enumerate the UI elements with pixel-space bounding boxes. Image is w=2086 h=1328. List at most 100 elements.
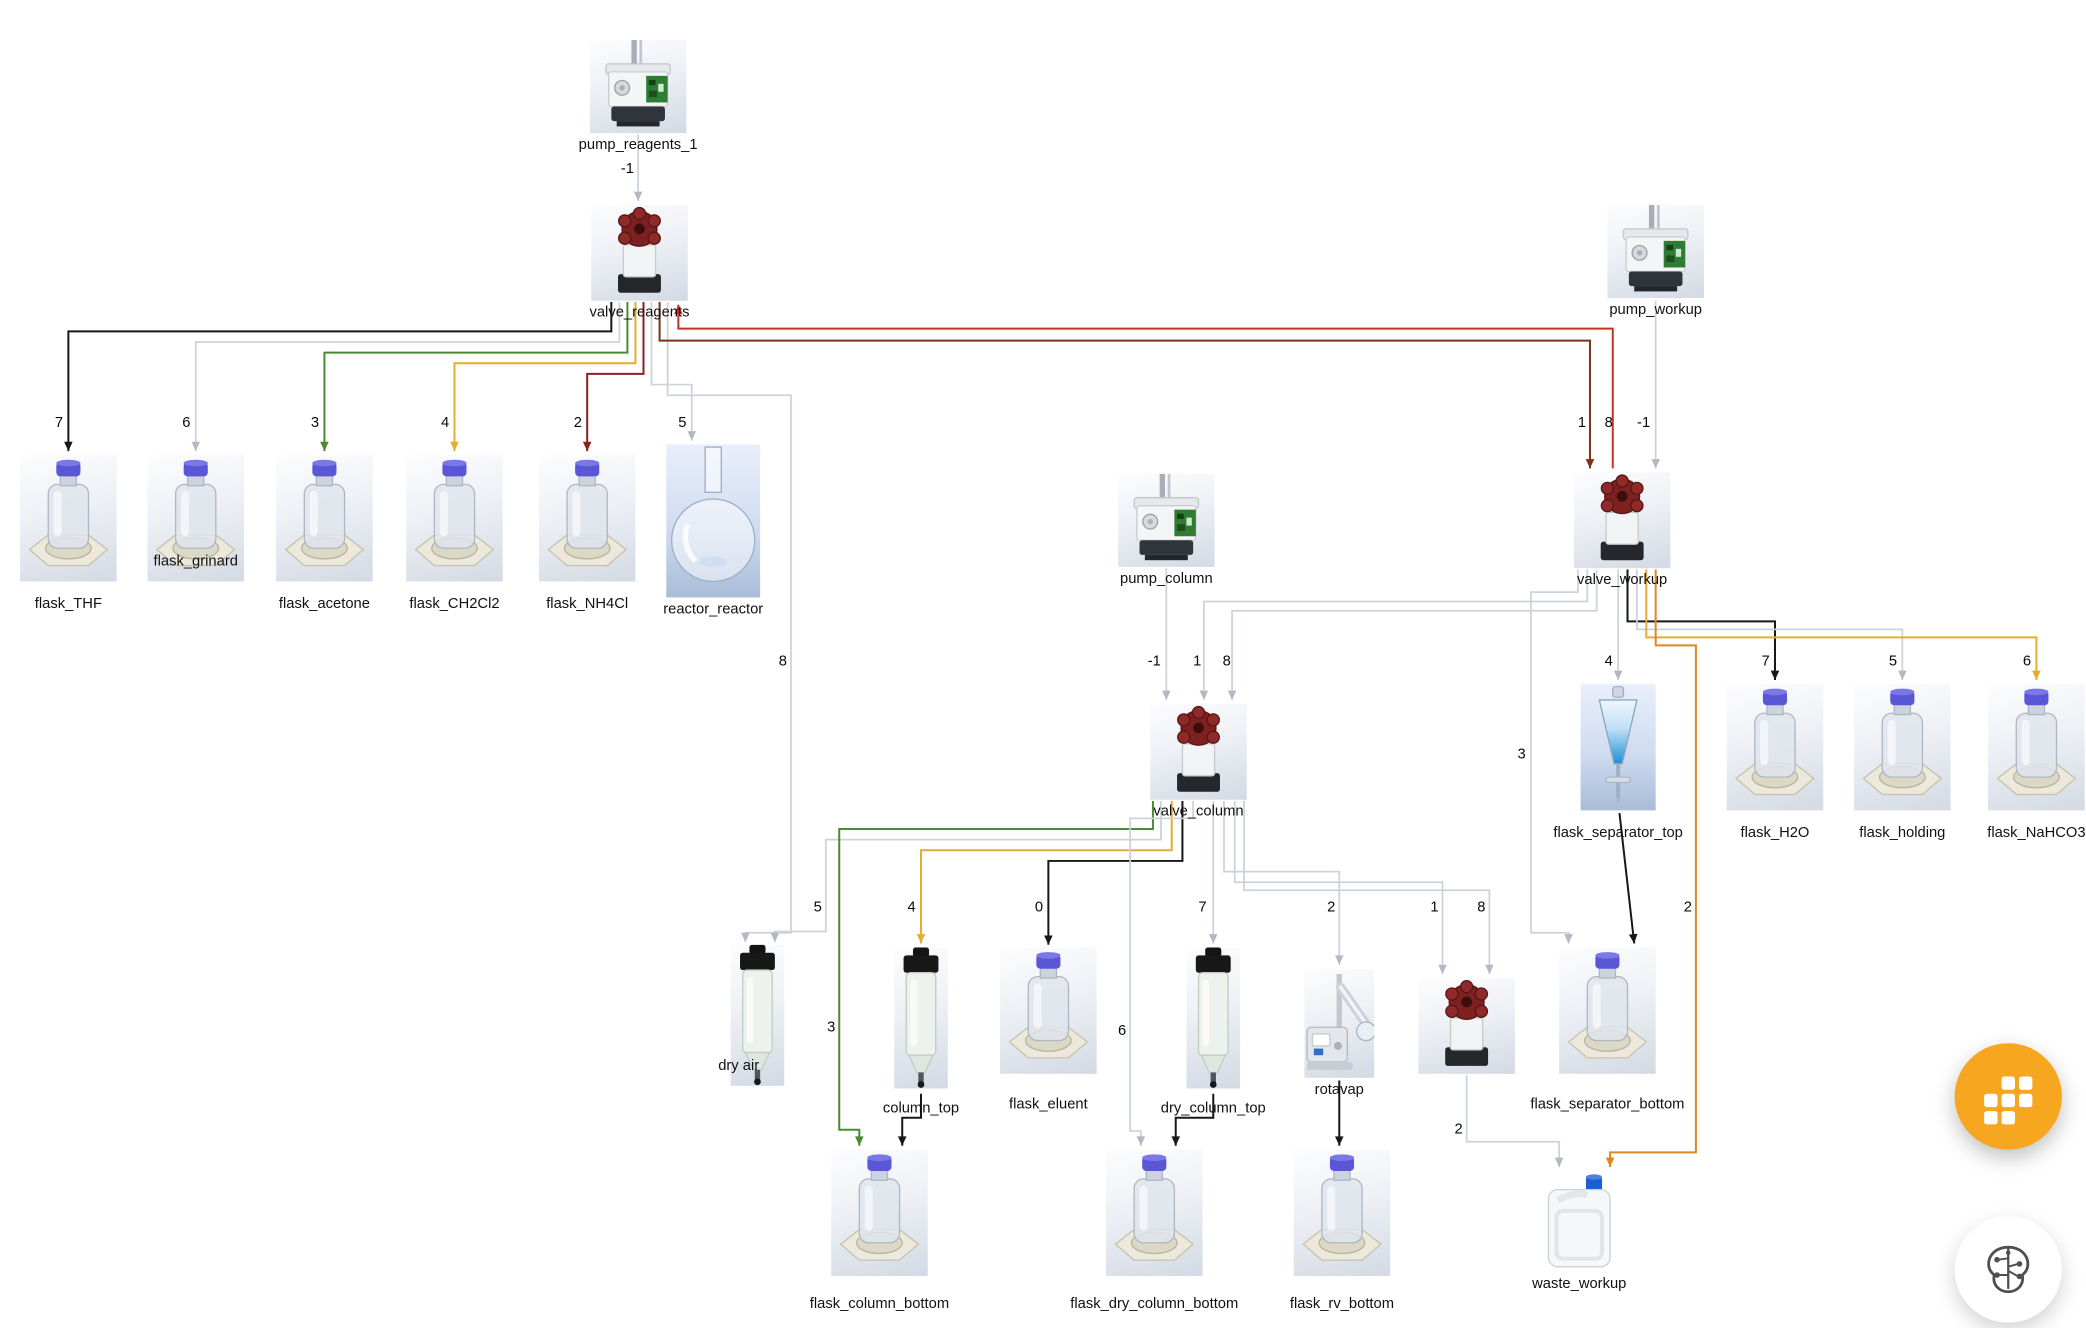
grid-icon: [1984, 1076, 2033, 1125]
arrowhead-icon: [1136, 1136, 1146, 1146]
arrowhead-icon: [1613, 670, 1623, 680]
arrowhead-icon: [1162, 690, 1171, 700]
edge-port-label: 7: [55, 415, 63, 431]
arrowhead-icon: [450, 441, 459, 452]
edge-port-label: 1: [1430, 900, 1438, 916]
arrowhead-icon: [1227, 690, 1237, 700]
node-label: flask_holding: [1859, 825, 1946, 841]
arrowhead-icon: [855, 1136, 864, 1146]
edge-port-label: 4: [908, 900, 916, 916]
edge-port-label: 6: [2023, 653, 2031, 669]
arrowhead-icon: [1044, 935, 1053, 945]
edge-valve_reagents-reactor_reactor: [650, 302, 693, 441]
node-label: flask_dry_column_bottom: [1070, 1296, 1239, 1313]
node-label: valve_workup: [1577, 572, 1668, 589]
bottle-icon: [20, 455, 117, 582]
arrowhead-icon: [1898, 670, 1907, 680]
node-label: pump_column: [1120, 570, 1213, 587]
edge-port-label: 7: [1198, 900, 1206, 916]
arrowhead-icon: [1585, 459, 1595, 469]
edge-valve_workup-valve_column: [1231, 569, 1598, 700]
node-label: reactor_reactor: [663, 601, 764, 618]
bottle-icon: [538, 455, 636, 582]
edge-valve_reagents-flask_NH4Cl: [586, 302, 645, 452]
edge-valve_column-column_top: [920, 801, 1173, 944]
edge-valve_reagents-valve_workup: [658, 302, 1591, 469]
edge-port-label: 6: [1118, 1023, 1126, 1039]
edge-port-label: 7: [1761, 653, 1769, 669]
arrowhead-icon: [582, 441, 592, 452]
edge-port-label: 2: [1684, 900, 1692, 916]
node-label: flask_separator_bottom: [1530, 1096, 1685, 1113]
edge-valve_column-valve_separator: [1243, 801, 1491, 975]
node-label: flask_THF: [34, 596, 102, 613]
edge-valve_column-rotavap: [1223, 801, 1341, 965]
edge-port-label: 2: [1454, 1122, 1462, 1138]
edge-port-label: 4: [441, 415, 449, 431]
edge-valve_workup-flask_holding: [1636, 569, 1904, 680]
node-label: rotavap: [1314, 1081, 1364, 1098]
edge-valve_separator-waste_workup: [1465, 1075, 1561, 1167]
node-label: flask_separator_top: [1553, 825, 1683, 841]
edge-valve_column-flask_eluent: [1047, 801, 1184, 945]
pump-icon: [1607, 204, 1704, 299]
arrowhead-icon: [64, 441, 73, 452]
node-label: valve_column: [1153, 803, 1244, 820]
arrowhead-icon: [1171, 1136, 1181, 1146]
arrowhead-icon: [770, 932, 780, 943]
bottle-icon: [1293, 1149, 1391, 1277]
bottle-icon: [1106, 1149, 1203, 1277]
edge-port-label: 1: [1578, 415, 1586, 431]
arrowhead-icon: [741, 932, 750, 943]
edge-port-label: 2: [574, 415, 582, 431]
bottle-icon: [406, 455, 503, 582]
edge-flask_separator_top-flask_separator_bottom: [1618, 812, 1636, 944]
arrowhead-icon: [1554, 1157, 1564, 1167]
arrowhead-icon: [1208, 934, 1218, 944]
edge-port-label: 2: [1327, 900, 1335, 916]
node-label: dry_column_top: [1160, 1100, 1266, 1117]
edge-valve_column-valve_separator: [1233, 801, 1444, 975]
edge-port-label: 8: [779, 653, 787, 669]
arrowhead-icon: [1651, 459, 1660, 469]
edge-port-label: 1: [1193, 653, 1201, 669]
node-label: flask_acetone: [278, 596, 370, 613]
edge-valve_column-flask_column_bottom: [838, 801, 1154, 1146]
bottle-icon: [1726, 683, 1824, 811]
arrowhead-icon: [633, 191, 643, 201]
arrowhead-icon: [1605, 1157, 1615, 1167]
edge-port-label: 3: [827, 1019, 835, 1035]
edge-port-label: 0: [1035, 900, 1043, 916]
edge-dry_column_top-flask_dry_column_bottom: [1174, 1093, 1215, 1146]
ai-assistant-button[interactable]: [1954, 1216, 2062, 1323]
arrowhead-icon: [1199, 690, 1209, 700]
node-label: flask_eluent: [1009, 1096, 1088, 1113]
node-label: waste_workup: [1532, 1276, 1627, 1293]
node-label: flask_H2O: [1740, 825, 1810, 841]
cartridge-icon: [1186, 947, 1241, 1089]
arrowhead-icon: [687, 431, 697, 441]
cartridge-icon: [894, 947, 948, 1089]
arrowhead-icon: [1628, 933, 1638, 944]
arrowhead-icon: [2032, 670, 2041, 680]
pump-icon: [589, 39, 687, 134]
edge-valve_workup-flask_H2O: [1626, 569, 1776, 680]
edge-valve_reagents-flask_CH2Cl2: [453, 302, 637, 452]
rotavap-icon: [1304, 968, 1375, 1078]
cartridge-icon: [730, 944, 785, 1086]
edge-port-label: 8: [1477, 900, 1485, 916]
valve-icon: [1150, 703, 1247, 800]
node-label: dry air: [718, 1057, 760, 1074]
edge-valve_reagents-flask_acetone: [323, 302, 629, 452]
brain-icon: [1987, 1245, 2030, 1294]
node-label: flask_NH4Cl: [546, 596, 629, 613]
sepfunnel-icon: [1580, 683, 1656, 811]
edge-port-label: 5: [814, 900, 822, 916]
edge-valve_reagents-flask_grinard: [194, 302, 621, 452]
edge-port-label: 8: [1223, 653, 1231, 669]
bottle-icon: [1559, 947, 1656, 1074]
arrowhead-icon: [674, 304, 683, 315]
apps-menu-button[interactable]: [1954, 1043, 2062, 1150]
